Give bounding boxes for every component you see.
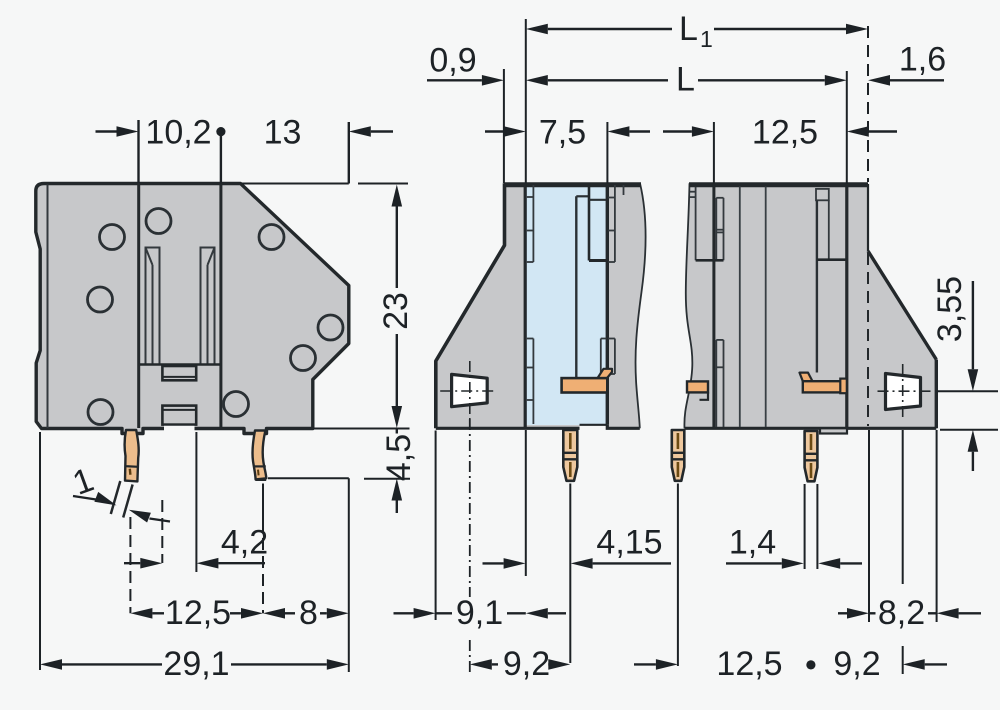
svg-text:4,2: 4,2: [221, 524, 268, 562]
svg-text:1,6: 1,6: [899, 41, 946, 79]
svg-text:0,9: 0,9: [429, 42, 476, 80]
svg-text:L: L: [676, 61, 695, 99]
svg-text:3,55: 3,55: [931, 276, 969, 342]
svg-text:9,2: 9,2: [503, 645, 550, 683]
svg-text:4,15: 4,15: [596, 524, 662, 562]
svg-text:8: 8: [299, 594, 318, 632]
svg-text:29,1: 29,1: [163, 645, 229, 683]
svg-text:9,1: 9,1: [456, 594, 503, 632]
svg-text:13: 13: [264, 114, 302, 152]
svg-text:8,2: 8,2: [878, 594, 925, 632]
svg-text:12,5: 12,5: [716, 645, 782, 683]
svg-text:10,2: 10,2: [145, 114, 211, 152]
svg-text:12,5: 12,5: [752, 114, 818, 152]
svg-text:1,4: 1,4: [729, 524, 776, 562]
svg-text:9,2: 9,2: [833, 645, 880, 683]
svg-text:4,5: 4,5: [380, 434, 418, 481]
svg-text:12,5: 12,5: [165, 594, 231, 632]
svg-text:1: 1: [700, 26, 713, 52]
svg-text:23: 23: [377, 292, 415, 330]
svg-text:L: L: [679, 10, 698, 48]
svg-text:7,5: 7,5: [539, 114, 586, 152]
